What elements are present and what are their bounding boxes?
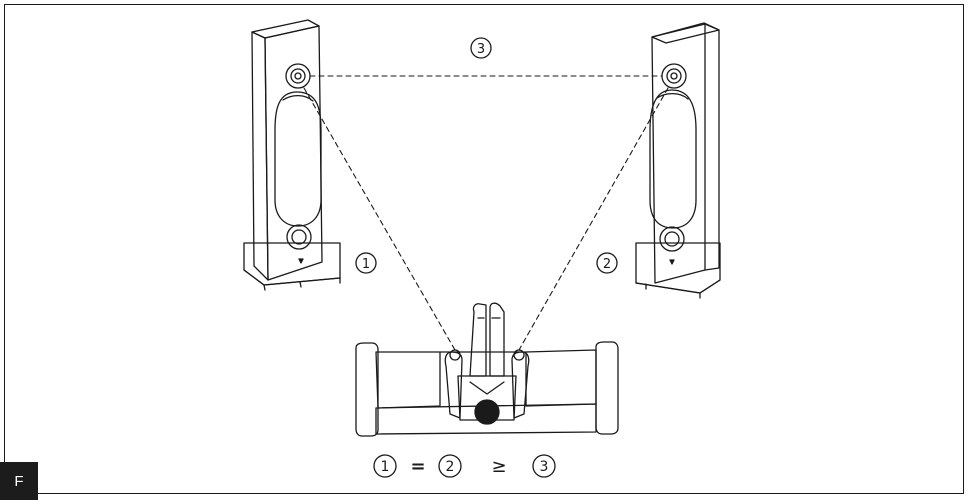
formula-equals: =: [410, 456, 425, 477]
right-speaker: [635, 22, 721, 299]
marker-1-circle: [355, 252, 377, 274]
listener-head-icon: [474, 399, 500, 425]
left-speaker-port-icon: [286, 224, 312, 250]
right-speaker-woofer-panel: [649, 89, 697, 229]
right-speaker-tweeter-icon: [661, 63, 687, 89]
formula-term-1: 1: [381, 459, 390, 475]
distance-line-right-to-listener: [518, 87, 669, 351]
diagram-frame: [4, 4, 964, 494]
left-speaker-woofer-panel: [274, 91, 322, 227]
marker-2-circle: [596, 252, 618, 274]
marker-1-label: 1: [362, 257, 370, 272]
left-speaker: [243, 19, 341, 291]
distance-formula: 1 = 2 ≥ 3: [381, 456, 549, 477]
left-speaker-tweeter-icon: [285, 63, 311, 89]
distance-line-left-to-listener: [303, 87, 456, 351]
marker-3-circle: [470, 37, 492, 59]
formula-term-3: 3: [540, 459, 549, 475]
marker-3-label: 3: [477, 42, 485, 57]
section-tab: F: [0, 462, 38, 500]
marker-2-label: 2: [603, 257, 611, 272]
right-speaker-port-icon: [659, 226, 685, 252]
formula-geq: ≥: [491, 456, 506, 477]
formula-term-2: 2: [446, 459, 455, 475]
